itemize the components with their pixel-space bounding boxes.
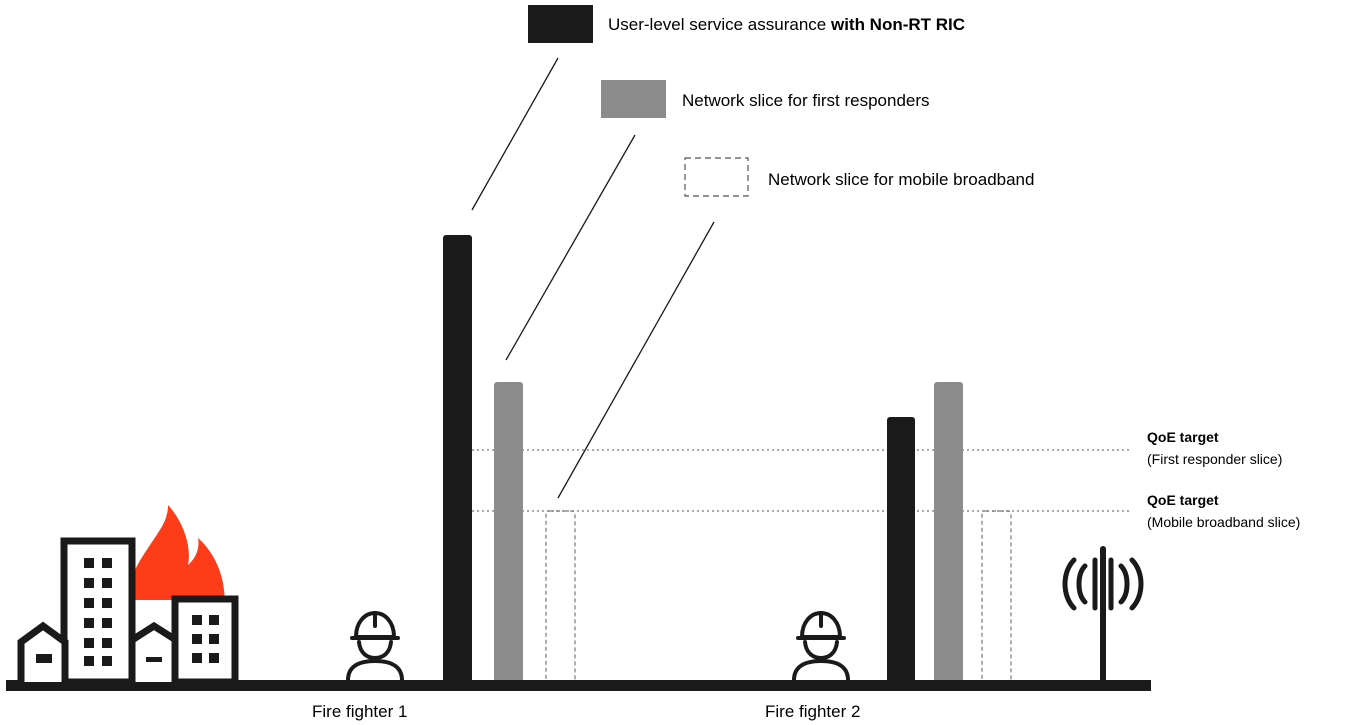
ff1-mobile-broadband-slice-bar bbox=[545, 510, 576, 686]
leader-line-user-level bbox=[471, 57, 559, 211]
legend-label-first-responders: Network slice for first responders bbox=[682, 91, 930, 110]
ff1-user-level-bar bbox=[443, 235, 472, 685]
legend-label-user-level: User-level service assurance with Non-RT… bbox=[608, 15, 965, 34]
legend: User-level service assurance with Non-RT… bbox=[528, 5, 1034, 197]
leader-line-mobile-broadband bbox=[557, 221, 715, 499]
legend-swatch-user-level bbox=[528, 5, 593, 43]
legend-swatch-first-responders bbox=[601, 80, 666, 118]
buildings-on-fire-icon bbox=[17, 505, 239, 686]
firefighter-helmet-icon bbox=[792, 611, 850, 682]
cell-tower-icon bbox=[1062, 546, 1144, 685]
qoe-subtitle-first-responder: (First responder slice) bbox=[1147, 451, 1282, 467]
leader-lines bbox=[471, 57, 715, 499]
legend-swatch-mobile-broadband bbox=[684, 157, 749, 197]
ff2-mobile-broadband-slice-bar bbox=[981, 510, 1012, 686]
ff1-label: Fire fighter 1 bbox=[312, 702, 407, 721]
right-building bbox=[171, 595, 239, 686]
qoe-title-first-responder: QoE target bbox=[1147, 429, 1219, 445]
ff1-first-responder-slice-bar bbox=[494, 382, 523, 685]
house-middle bbox=[128, 621, 180, 682]
ground-line bbox=[6, 680, 1151, 691]
ff2-label: Fire fighter 2 bbox=[765, 702, 860, 721]
legend-label-mobile-broadband: Network slice for mobile broadband bbox=[768, 170, 1034, 189]
tall-building bbox=[60, 537, 136, 686]
firefighter-helmet-icon bbox=[346, 611, 404, 682]
qoe-title-mobile-broadband: QoE target bbox=[1147, 492, 1219, 508]
qoe-subtitle-mobile-broadband: (Mobile broadband slice) bbox=[1147, 514, 1300, 530]
flame-shape bbox=[129, 505, 225, 600]
leader-line-first-responders bbox=[505, 134, 636, 361]
ff2-user-level-bar bbox=[887, 417, 915, 685]
ff2-first-responder-slice-bar bbox=[934, 382, 963, 685]
